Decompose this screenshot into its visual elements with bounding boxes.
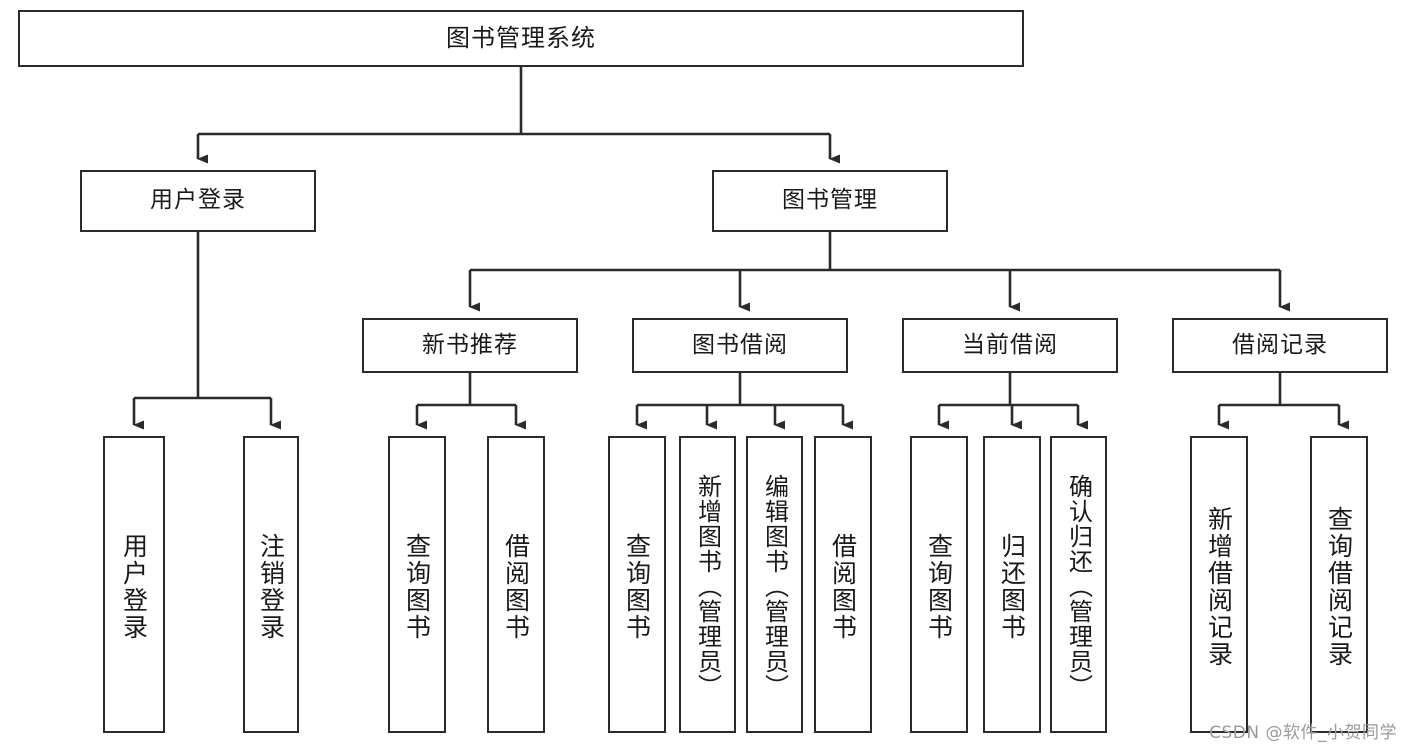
node-leaf-query-book-2[interactable]: 查询图书 <box>608 436 666 733</box>
node-label: 查询图书 <box>622 532 652 641</box>
node-leaf-query-record[interactable]: 查询借阅记录 <box>1310 436 1368 733</box>
node-label: 查询图书 <box>402 532 432 641</box>
watermark-text: CSDN @软件_小贺同学 <box>1209 723 1397 743</box>
node-label: 图书管理 <box>782 187 878 214</box>
node-leaf-user-logout[interactable]: 注销登录 <box>243 436 299 733</box>
node-leaf-user-login[interactable]: 用户登录 <box>103 436 165 733</box>
node-leaf-add-book[interactable]: 新增图书（管理员） <box>679 436 736 733</box>
node-leaf-query-book-3[interactable]: 查询图书 <box>910 436 968 733</box>
node-label: 查询借阅记录 <box>1324 505 1354 668</box>
node-label: 归还图书 <box>997 532 1027 641</box>
node-label: 图书管理系统 <box>446 24 596 53</box>
node-new-book-recommend[interactable]: 新书推荐 <box>362 318 578 373</box>
node-leaf-add-record[interactable]: 新增借阅记录 <box>1190 436 1248 733</box>
node-label: 图书借阅 <box>692 331 788 358</box>
node-leaf-edit-book[interactable]: 编辑图书（管理员） <box>746 436 803 733</box>
node-leaf-query-book-1[interactable]: 查询图书 <box>388 436 446 733</box>
node-label: 新增图书（管理员） <box>693 474 722 699</box>
node-current-borrow[interactable]: 当前借阅 <box>902 318 1118 373</box>
node-borrow-record[interactable]: 借阅记录 <box>1172 318 1388 373</box>
node-label: 新书推荐 <box>422 331 518 358</box>
node-book-borrow[interactable]: 图书借阅 <box>632 318 848 373</box>
node-label: 编辑图书（管理员） <box>760 474 789 699</box>
node-label: 新增借阅记录 <box>1204 505 1234 668</box>
node-leaf-confirm-return[interactable]: 确认归还（管理员） <box>1050 436 1107 733</box>
node-leaf-borrow-book-1[interactable]: 借阅图书 <box>487 436 545 733</box>
node-label: 确认归还（管理员） <box>1064 474 1093 699</box>
node-leaf-return-book[interactable]: 归还图书 <box>983 436 1041 733</box>
node-label: 用户登录 <box>150 187 246 214</box>
node-label: 借阅图书 <box>501 532 531 641</box>
node-label: 借阅图书 <box>828 532 858 641</box>
node-book-manage[interactable]: 图书管理 <box>712 170 948 232</box>
node-label: 注销登录 <box>256 532 286 641</box>
node-label: 用户登录 <box>119 532 149 641</box>
node-label: 查询图书 <box>924 532 954 641</box>
node-root[interactable]: 图书管理系统 <box>18 10 1024 67</box>
node-leaf-borrow-book-2[interactable]: 借阅图书 <box>814 436 872 733</box>
node-label: 当前借阅 <box>962 331 1058 358</box>
node-user-login[interactable]: 用户登录 <box>80 170 316 232</box>
node-label: 借阅记录 <box>1232 331 1328 358</box>
